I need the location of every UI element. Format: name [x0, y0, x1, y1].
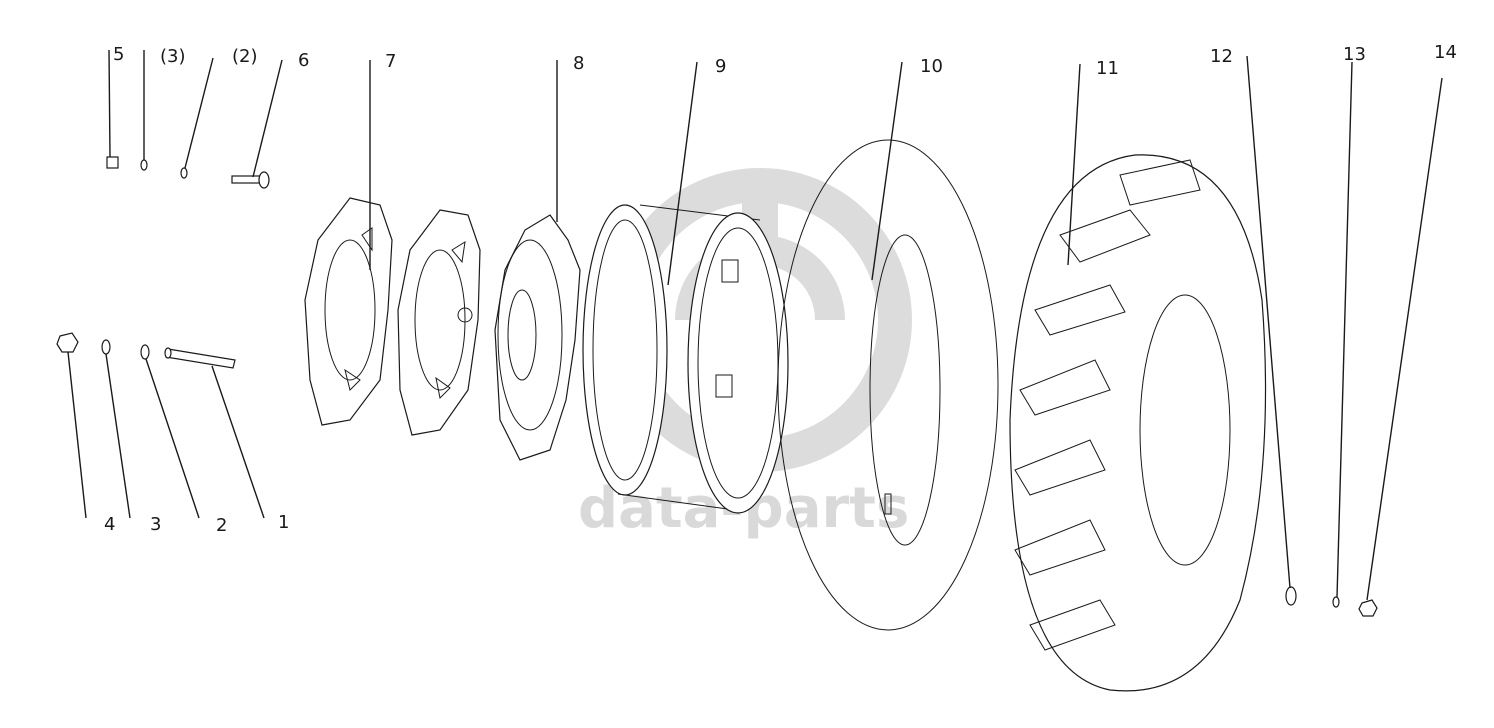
- leader-2: [145, 358, 200, 519]
- leader-5: [108, 49, 111, 158]
- part-14-nut: [1358, 599, 1378, 617]
- part-10-inner-tube: [777, 139, 999, 631]
- callout-4: 4: [104, 514, 115, 535]
- callout-8: 8: [573, 53, 584, 74]
- part-6-bolt: [231, 171, 270, 189]
- leader-4: [67, 351, 87, 519]
- callout-11: 11: [1096, 58, 1119, 79]
- callout-3: 3: [150, 514, 161, 535]
- callout-12: 12: [1210, 46, 1233, 67]
- part-8-wheel-disc: [494, 214, 581, 461]
- leader-2b: [184, 57, 214, 169]
- callout-10: 10: [920, 56, 943, 77]
- callout-5: 5: [113, 44, 124, 65]
- part-12-washer: [1285, 586, 1297, 606]
- part-5-nut: [106, 156, 119, 169]
- callout-13: 13: [1343, 44, 1366, 65]
- part-2b-lockwasher: [180, 167, 188, 179]
- part-7-wheel-weight-outer: [304, 197, 393, 426]
- callout-9: 9: [715, 56, 726, 77]
- callout-7: 7: [385, 51, 396, 72]
- leader-13: [1336, 61, 1353, 598]
- leader-14: [1366, 77, 1443, 601]
- leader-3: [105, 353, 131, 519]
- callout-3b: (3): [160, 46, 186, 67]
- callout-1: 1: [278, 512, 289, 533]
- callout-2b: (2): [232, 46, 258, 67]
- callout-6: 6: [298, 50, 309, 71]
- leader-1: [211, 365, 265, 519]
- callout-14: 14: [1434, 42, 1457, 63]
- leader-10: [871, 61, 903, 281]
- part-13-lockwasher: [1332, 596, 1340, 608]
- part-2-lockwasher: [140, 344, 150, 360]
- part-7-wheel-weight-inner: [397, 209, 481, 436]
- part-11-tire: [1009, 154, 1267, 692]
- leader-11: [1067, 63, 1081, 266]
- part-3-washer: [101, 339, 111, 355]
- leader-12: [1246, 55, 1291, 589]
- leader-9: [667, 61, 698, 286]
- part-4-nut: [56, 332, 79, 353]
- part-1-stud: [164, 347, 236, 369]
- leader-6: [252, 59, 283, 178]
- part-3b-washer: [140, 159, 148, 171]
- callout-2: 2: [216, 515, 227, 536]
- part-9-rim: [582, 204, 789, 514]
